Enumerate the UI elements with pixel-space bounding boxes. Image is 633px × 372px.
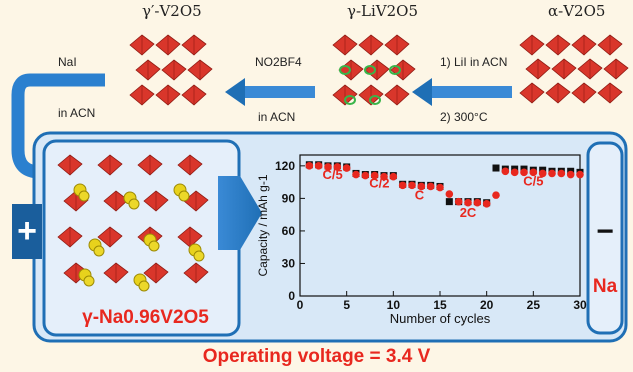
alpha-label: α-V2O5 (548, 2, 606, 20)
discharge-point (370, 171, 379, 180)
y-tick-label: 0 (288, 289, 295, 303)
x-tick-label: 5 (343, 298, 350, 312)
positive-symbol: + (17, 212, 37, 250)
alpha-v2o5-structure-image (519, 34, 629, 104)
nai-reagent: NaI (58, 55, 77, 69)
discharge-point (380, 172, 388, 181)
charge-point (445, 198, 453, 206)
discharge-point (464, 198, 472, 207)
rate-annotation: C/5 (323, 167, 343, 182)
discharge-point (492, 191, 500, 199)
discharge-point (482, 200, 491, 208)
discharge-point (361, 171, 370, 180)
operating-voltage-text: Operating voltage = 3.4 V (202, 346, 431, 367)
gamma-liv2o5-structure-image (332, 34, 416, 106)
rate-annotation: 2C (460, 205, 477, 220)
discharge-point (324, 163, 332, 171)
discharge-point (314, 162, 323, 170)
y-tick-label: 60 (282, 224, 296, 238)
discharge-point (445, 190, 454, 198)
discharge-point (538, 169, 547, 178)
rate-annotation: C/2 (369, 176, 389, 191)
nai-solvent: in ACN (58, 106, 96, 120)
rate-annotation: C (415, 187, 425, 202)
discharge-point (520, 168, 528, 177)
discharge-point (566, 170, 575, 179)
discharge-point (454, 197, 463, 206)
reaction-arrow-2 (225, 78, 315, 106)
discharge-point (398, 181, 407, 190)
discharge-point (408, 181, 416, 190)
gamma-prime-label: γ′-V2O5 (142, 2, 202, 20)
y-tick-label: 120 (275, 159, 295, 173)
discharge-point (548, 169, 556, 178)
x-tick-label: 0 (297, 298, 304, 312)
step-2-text: 2) 300°C (440, 110, 488, 124)
no2bf4-reagent: NO2BF4 (255, 55, 302, 69)
discharge-point (305, 162, 314, 170)
gamma-li-label: γ-LiV2O5 (347, 2, 419, 20)
gamma-nav2o5-structure-image (57, 154, 209, 292)
x-tick-label: 25 (527, 298, 541, 312)
reaction-arrow-1 (412, 78, 512, 106)
discharge-point (342, 164, 351, 172)
y-tick-label: 90 (282, 191, 296, 205)
x-tick-label: 15 (433, 298, 447, 312)
charge-point (492, 164, 500, 172)
discharge-point (352, 170, 360, 179)
discharge-point (389, 172, 398, 181)
discharge-point (529, 168, 538, 177)
no2bf4-solvent: in ACN (258, 110, 296, 124)
anode-box (586, 141, 624, 335)
x-axis-label: Number of cycles (390, 311, 491, 326)
y-axis-label: Capacity / mAh g-1 (256, 174, 270, 276)
anode-label: Na (592, 276, 618, 297)
step-1-text: 1) LiI in ACN (440, 55, 508, 69)
discharge-point (557, 169, 566, 178)
negative-symbol: − (596, 215, 614, 248)
positive-terminal (12, 204, 42, 259)
x-tick-label: 10 (387, 298, 401, 312)
discharge-point (473, 198, 482, 207)
discharge-point (576, 170, 584, 179)
rate-annotation: C/5 (523, 173, 543, 188)
y-tick-label: 30 (282, 256, 296, 270)
discharge-point (436, 183, 444, 192)
cathode-label: γ-Na0.96V2O5 (82, 307, 209, 328)
discharge-point (501, 167, 510, 176)
discharge-point (510, 168, 519, 177)
x-tick-label: 20 (480, 298, 494, 312)
gamma-prime-v2o5-structure-image (129, 34, 213, 106)
cathode-arrow (218, 176, 262, 250)
discharge-point (333, 163, 342, 171)
x-tick-label: 30 (573, 298, 587, 312)
discharge-point (417, 182, 426, 191)
discharge-point (426, 182, 435, 191)
